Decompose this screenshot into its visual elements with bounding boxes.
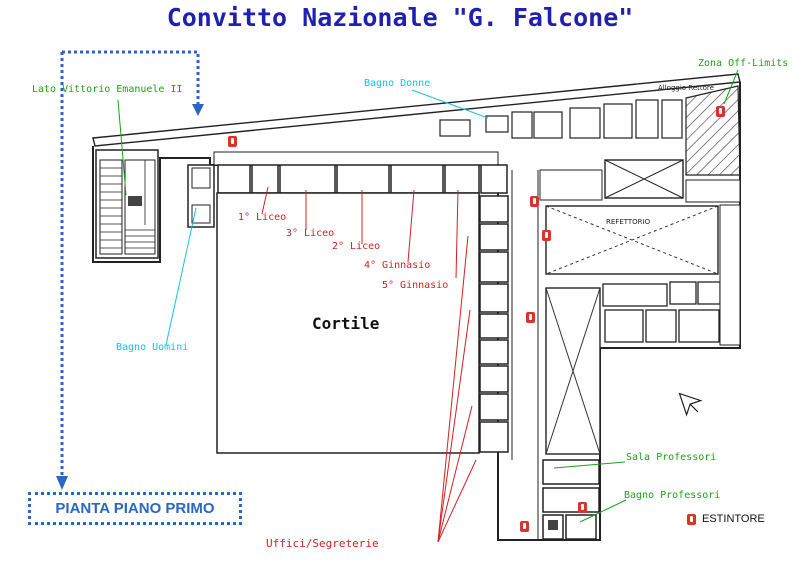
label-1-liceo: 1° Liceo — [238, 212, 287, 223]
east-offices — [479, 195, 509, 453]
north-corridor — [213, 151, 499, 166]
legend-label: ESTINTORE — [702, 513, 765, 525]
label-bagno-uomini: Bagno Uomini — [116, 342, 189, 353]
floor-label: PIANTA PIANO PRIMO — [55, 500, 215, 517]
fire-extinguisher-icon — [578, 502, 587, 513]
label-alloggio-rettore: Alloggio Rettore — [658, 84, 714, 92]
label-lato-vittorio-emanuele: Lato Vittorio Emanuele II — [32, 84, 183, 95]
fire-extinguisher-icon — [228, 136, 237, 147]
label-bagno-professori: Bagno Professori — [624, 490, 721, 501]
fire-extinguisher-icon — [716, 106, 725, 117]
fire-extinguisher-icon — [542, 230, 551, 241]
label-3-liceo: 3° Liceo — [286, 228, 335, 239]
label-4-ginnasio: 4° Ginnasio — [364, 260, 431, 271]
route-arrow — [62, 50, 200, 108]
legend: ESTINTORE — [687, 513, 765, 525]
west-stairs — [95, 149, 159, 259]
north-east-rooms — [439, 99, 683, 139]
bagno-uomini-block — [187, 164, 215, 228]
label-refettorio: REFETTORIO — [606, 218, 651, 226]
label-sala-professori: Sala Professori — [626, 452, 717, 463]
courtyard — [216, 192, 480, 454]
label-zona-off-limits: Zona Off-Limits — [698, 58, 789, 69]
fire-extinguisher-icon — [687, 513, 696, 525]
fire-extinguisher-icon — [530, 196, 539, 207]
north-arrow — [678, 392, 703, 417]
fire-extinguisher-icon — [520, 521, 529, 532]
label-bagno-donne: Bagno Donne — [364, 78, 431, 89]
off-limits-zone — [685, 85, 741, 176]
label-uffici-segreterie: Uffici/Segreterie — [266, 537, 379, 550]
label-5-ginnasio: 5° Ginnasio — [382, 280, 449, 291]
fire-extinguisher-icon — [526, 312, 535, 323]
label-2-liceo: 2° Liceo — [332, 241, 381, 252]
page-title: Convitto Nazionale "G. Falcone" — [166, 3, 634, 32]
label-cortile: Cortile — [312, 314, 380, 333]
floor-label-box: PIANTA PIANO PRIMO — [28, 492, 242, 525]
north-classrooms — [217, 164, 508, 194]
